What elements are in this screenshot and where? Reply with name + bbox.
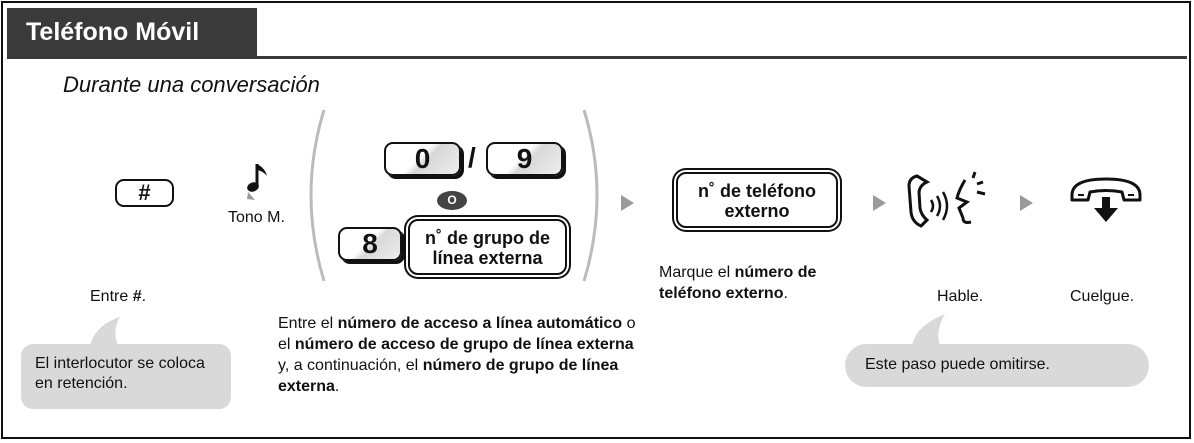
music-note-icon — [247, 164, 267, 200]
key-9-label: 9 — [516, 143, 533, 174]
hang-up-label: Cuelgue. — [1070, 288, 1135, 305]
dial-instructions: Marque el número de teléfono externo. — [659, 262, 879, 304]
optional-note-pointer — [912, 314, 945, 346]
enter-hash-symbol: # — [132, 288, 142, 305]
or-badge: O — [437, 191, 467, 210]
step-arrow-1 — [621, 195, 634, 211]
dial-prefix: Marque el — [659, 264, 735, 281]
enter-hash-suffix: . — [141, 288, 147, 305]
step-arrow-3 — [1020, 195, 1033, 211]
hang-up-icon — [1070, 177, 1142, 222]
optional-note-bubble: Este paso puede omitirse. — [845, 344, 1149, 387]
line-group-number-label: n˚ de grupo de línea externa — [425, 228, 550, 268]
hold-note-text: El interlocutor se coloca en retención. — [35, 355, 205, 392]
left-parenthesis — [309, 109, 326, 282]
right-parenthesis — [582, 109, 599, 282]
line-group-number-key: n˚ de grupo de línea externa — [408, 219, 567, 275]
enter-hash-label: Entre #. — [90, 287, 146, 306]
key-0-label: 0 — [414, 143, 431, 174]
or-badge-label: O — [447, 193, 457, 207]
talk-handset-icon — [907, 171, 986, 228]
hold-note-bubble: El interlocutor se coloca en retención. — [21, 344, 231, 409]
page-title: Teléfono Móvil — [7, 8, 257, 56]
key-separator: / — [468, 142, 476, 173]
step-arrow-2 — [873, 195, 886, 211]
title-rule — [7, 56, 1187, 59]
subtitle: Durante una conversación — [63, 72, 320, 97]
key-8-label: 8 — [362, 228, 378, 259]
line-access-b3: número de grupo de línea externa — [278, 357, 619, 395]
dial-bold: número de teléfono externo — [659, 264, 817, 302]
line-access-p1: Entre el — [278, 315, 338, 332]
hold-note-pointer — [90, 317, 120, 346]
key-8: 8 — [338, 227, 402, 261]
line-access-b1: número de acceso a línea automático — [337, 315, 623, 332]
dial-suffix: . — [783, 285, 788, 302]
optional-note-text: Este paso puede omitirse. — [865, 356, 1050, 373]
hash-key: # — [115, 179, 174, 207]
hash-key-label: # — [138, 180, 151, 205]
line-access-p3: y, a continuación, el — [278, 357, 423, 374]
key-0: 0 — [384, 142, 461, 176]
line-access-instructions: Entre el número de acceso a línea automá… — [278, 313, 636, 397]
key-9: 9 — [486, 142, 563, 176]
enter-hash-prefix: Entre — [90, 288, 133, 305]
line-access-p4: . — [334, 378, 340, 395]
line-access-p2: o el — [278, 315, 636, 353]
external-number-key: n˚ de teléfono externo — [676, 172, 838, 228]
external-number-label: n˚ de teléfono externo — [698, 181, 816, 221]
talk-label: Hable. — [937, 288, 984, 305]
tone-m-label: Tono M. — [228, 209, 285, 226]
line-access-b2: número de acceso de grupo de línea exter… — [294, 336, 634, 353]
